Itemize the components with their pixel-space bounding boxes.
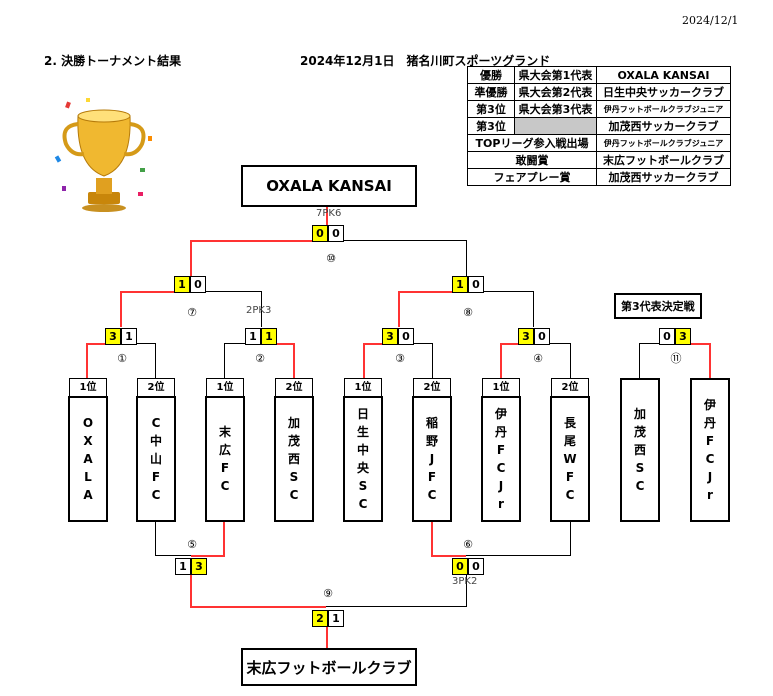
match-number: ④ [533,352,543,365]
table-row: 準優勝 県大会第2代表 日生中央サッカークラブ [467,83,731,101]
trophy-icon [54,98,152,212]
match-number: ⑤ [187,538,197,551]
score-cell: 1 [175,558,191,575]
team-cell: 加茂西サッカークラブ [596,117,731,135]
score-cell: 1 [452,276,468,293]
event-info: 2024年12月1日 猪名川町スポーツグランド [300,54,551,68]
score-cell: 1 [328,610,344,627]
team-cell: 伊丹フットボールクラブジュニア [596,100,731,118]
table-row: 優勝 県大会第1代表 OXALA KANSAI [467,66,731,84]
award-cell: フェアプレー賞 [467,168,597,186]
match-number: ⑧ [463,306,473,319]
champion-box: OXALA KANSAI [241,165,417,207]
award-cell: 準優勝 [467,83,515,101]
results-table: 優勝 県大会第1代表 OXALA KANSAI 準優勝 県大会第2代表 日生中央… [467,66,731,186]
table-row: 第3位 加茂西サッカークラブ [467,117,731,135]
score-cell: 2 [312,610,328,627]
match-number: ⑨ [323,587,333,600]
match-number: ⑦ [187,306,197,319]
score-cell: 0 [468,276,484,293]
team-cell: 末広フットボールクラブ [596,151,731,169]
match-number: ③ [395,352,405,365]
document-date: 2024/12/1 [682,14,739,27]
match-number: ① [117,352,127,365]
award-cell: 第3位 [467,100,515,118]
score-cell: 1 [121,328,137,345]
score-cell: 1 [174,276,190,293]
score-cell: 0 [468,558,484,575]
score-cell: 3 [382,328,398,345]
score-cell: 1 [261,328,277,345]
team-cell: OXALA KANSAI [596,66,731,84]
table-row: TOPリーグ参入戦出場 伊丹フットボールクラブジュニア [467,134,731,152]
score-cell: 0 [398,328,414,345]
third-place-title: 第3代表決定戦 [614,293,702,319]
team-rank: 2位 [137,378,175,396]
award-cell: TOPリーグ参入戦出場 [467,134,597,152]
score-cell: 1 [245,328,261,345]
match-number: ② [255,352,265,365]
score-cell: 0 [328,225,344,242]
score-cell: 0 [312,225,328,242]
final-pk: 7PK6 [316,208,342,219]
score-cell: 3 [675,328,691,345]
award-cell: 敢闘賞 [467,151,597,169]
third-champion-box: 末広フットボールクラブ [241,648,417,686]
category-cell: 県大会第3代表 [514,100,597,118]
match-pk: 3PK2 [452,576,478,587]
team-rank: 1位 [482,378,520,396]
score-cell: 3 [191,558,207,575]
team-rank: 1位 [344,378,382,396]
match-number: ⑩ [326,252,336,265]
section-heading: 2. 決勝トーナメント結果 [44,54,182,68]
score-cell: 3 [518,328,534,345]
team-cell: 伊丹フットボールクラブジュニア [596,134,731,152]
team-rank: 2位 [413,378,451,396]
category-cell: 県大会第2代表 [514,83,597,101]
team-rank: 1位 [69,378,107,396]
team-rank: 2位 [275,378,313,396]
score-cell: 0 [452,558,468,575]
score-cell: 0 [534,328,550,345]
team-cell: 日生中央サッカークラブ [596,83,731,101]
score-cell: 0 [659,328,675,345]
team-rank: 1位 [206,378,244,396]
award-cell: 優勝 [467,66,515,84]
table-row: フェアプレー賞 加茂西サッカークラブ [467,168,731,186]
team-cell: 加茂西サッカークラブ [596,168,731,186]
category-cell: 県大会第1代表 [514,66,597,84]
team-rank: 2位 [551,378,589,396]
award-cell: 第3位 [467,117,515,135]
match-number: ⑥ [463,538,473,551]
match-number: ⑪ [670,352,682,365]
match-pk: 2PK3 [246,305,272,316]
table-row: 敢闘賞 末広フットボールクラブ [467,151,731,169]
table-row: 第3位 県大会第3代表 伊丹フットボールクラブジュニア [467,100,731,118]
score-cell: 3 [105,328,121,345]
score-cell: 0 [190,276,206,293]
category-cell [514,117,597,135]
